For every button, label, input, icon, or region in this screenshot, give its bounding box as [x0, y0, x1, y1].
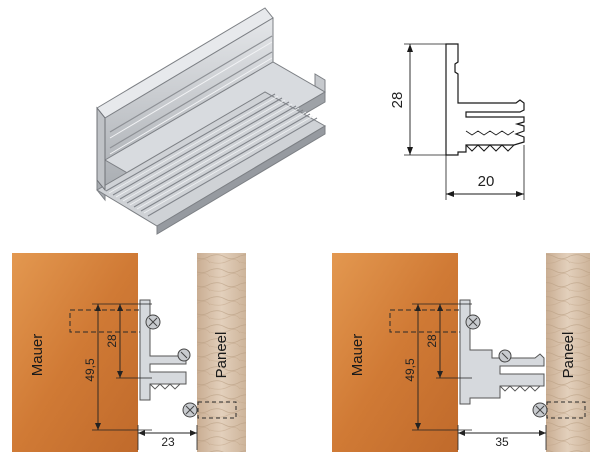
left-dim-outer: 49,5: [83, 358, 97, 382]
right-dim-inner: 28: [425, 334, 439, 348]
left-panel-label: Paneel: [213, 332, 230, 379]
left-mounting-detail: [12, 253, 246, 452]
right-panel-label: Paneel: [560, 332, 577, 379]
right-mounting-detail: [332, 253, 590, 452]
left-dim-inner: 28: [105, 334, 119, 348]
left-wall-label: Mauer: [29, 334, 46, 377]
height-dimension-label: 28: [389, 92, 406, 109]
left-dim-gap: 23: [161, 435, 175, 449]
wall-block: [12, 253, 138, 452]
profile-cross-section: [404, 43, 525, 200]
right-wall-label: Mauer: [349, 334, 366, 377]
width-dimension-label: 20: [478, 173, 495, 190]
right-dim-outer: 49,5: [403, 358, 417, 382]
wall-block: [332, 253, 458, 452]
profile-3d-view: [96, 7, 326, 235]
right-dim-gap: 35: [495, 435, 509, 449]
